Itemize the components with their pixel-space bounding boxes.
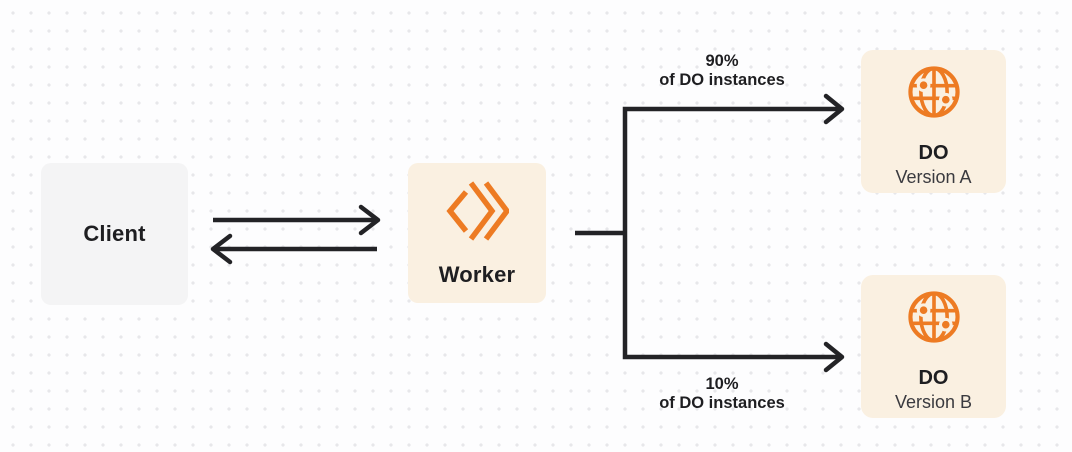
workers-chevrons-icon bbox=[446, 181, 509, 241]
arrowhead-left-icon bbox=[210, 233, 233, 265]
do-a-title: DO bbox=[918, 142, 949, 164]
arrowhead-to-version-a-icon bbox=[823, 93, 845, 125]
do-b-text: DO Version B bbox=[895, 366, 972, 414]
client-label: Client bbox=[83, 221, 146, 246]
node-do-version-b: DO Version B bbox=[861, 275, 1006, 418]
edge-label-version-a-percent: 90% bbox=[705, 52, 739, 70]
edge-label-version-b: 10% of DO instances bbox=[592, 375, 852, 413]
globe-icon bbox=[907, 66, 960, 118]
node-client: Client bbox=[41, 163, 188, 305]
edge-label-version-a: 90% of DO instances bbox=[592, 52, 852, 90]
branch-fork-line bbox=[622, 106, 839, 360]
edge-label-version-a-caption: of DO instances bbox=[659, 71, 785, 89]
do-a-text: DO Version A bbox=[895, 141, 971, 189]
globe-icon bbox=[907, 291, 960, 343]
worker-label: Worker bbox=[438, 262, 516, 287]
do-b-title: DO bbox=[918, 367, 949, 389]
do-b-subtitle: Version B bbox=[894, 392, 973, 412]
do-a-subtitle: Version A bbox=[895, 167, 972, 187]
edge-label-version-b-caption: of DO instances bbox=[659, 394, 785, 412]
arrowhead-to-version-b-icon bbox=[823, 341, 845, 373]
node-do-version-a: DO Version A bbox=[861, 50, 1006, 193]
arrowhead-right-icon bbox=[358, 204, 381, 236]
edge-label-version-b-percent: 10% bbox=[705, 375, 739, 393]
node-worker: Worker bbox=[408, 163, 546, 303]
